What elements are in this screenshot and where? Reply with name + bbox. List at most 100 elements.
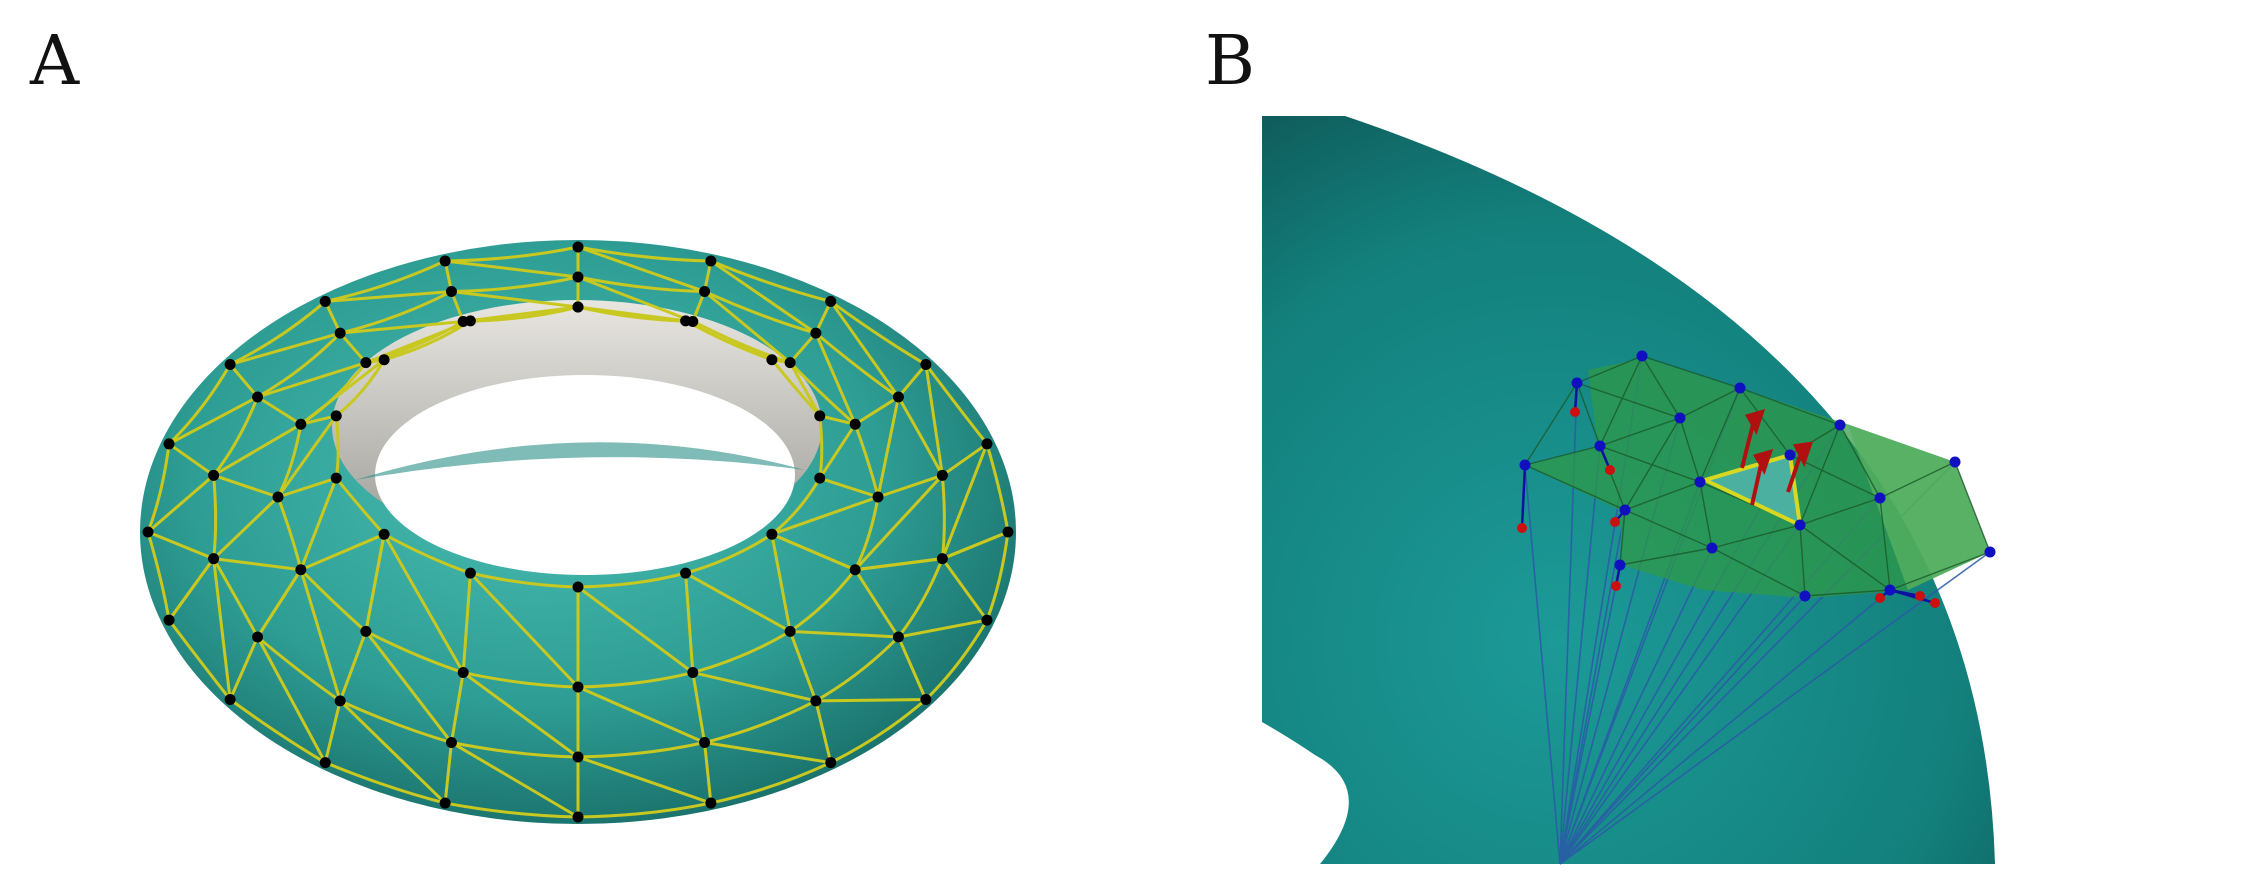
mesh-edge: [339, 332, 367, 364]
mesh-vertex: [163, 438, 175, 450]
patch-edge: [1679, 417, 1701, 483]
mesh-edge: [684, 573, 695, 673]
mesh-vertex: [680, 567, 692, 579]
normal-arrows: [1740, 409, 1813, 506]
mesh-edge: [924, 363, 989, 445]
mesh-edge: [444, 801, 579, 819]
mesh-vertex: [872, 491, 884, 503]
mesh-edge: [213, 473, 279, 499]
mesh-vertex: [572, 271, 584, 283]
mesh-edge: [684, 571, 791, 633]
torus-figure: [140, 240, 1016, 824]
mesh-vertex: [814, 472, 826, 484]
mesh-edge: [924, 364, 944, 476]
patch-edge: [1599, 355, 1643, 447]
offset-connector: [1520, 464, 1527, 529]
patch-edge: [1889, 551, 1991, 591]
mesh-edge: [814, 332, 857, 425]
panel-label-a: A: [30, 22, 80, 101]
patch-edge: [1739, 387, 1841, 426]
mesh-edge: [830, 698, 927, 764]
patch-edge: [1839, 424, 1881, 499]
mesh-edge: [703, 290, 792, 364]
mesh-vertex: [572, 241, 584, 253]
mesh-edge: [577, 685, 706, 744]
blue-node: [1784, 449, 1796, 461]
mesh-edge: [212, 557, 259, 638]
patch-edge: [1576, 355, 1643, 384]
blue-node: [1794, 519, 1806, 531]
mesh-edge: [770, 534, 792, 632]
mesh-vertex: [572, 301, 584, 313]
mesh-edge: [577, 275, 694, 323]
mesh-vertex: [814, 410, 826, 422]
mesh-edge: [577, 755, 712, 805]
mesh-edge: [789, 332, 817, 364]
mesh-edge: [577, 305, 686, 323]
mesh-edge: [819, 414, 856, 426]
mesh-vertex: [572, 581, 584, 593]
red-node: [1611, 581, 1621, 591]
projection-ray: [1559, 509, 1626, 865]
arrow-head: [1752, 449, 1774, 475]
patch-edge: [1599, 417, 1681, 447]
mesh-edge: [300, 414, 337, 426]
projection-ray: [1559, 589, 1891, 865]
projection-ray: [1559, 595, 1806, 865]
mesh-edge: [853, 496, 880, 571]
patch-edge: [1524, 382, 1578, 466]
mesh-vertex: [378, 354, 390, 366]
mesh-vertex: [378, 528, 390, 540]
patch-edge: [1879, 461, 1956, 499]
mesh-edge: [213, 557, 302, 572]
patch-edge: [1624, 417, 1681, 511]
mesh-vertex: [825, 295, 837, 307]
mesh-vertex: [784, 357, 796, 369]
blue-node: [1834, 419, 1846, 431]
mesh-edge: [704, 699, 817, 744]
mesh-vertex: [936, 553, 948, 565]
mesh-vertex: [920, 694, 932, 706]
mesh-edge: [335, 358, 386, 418]
mesh-edge: [710, 761, 832, 805]
mesh-edge: [704, 741, 831, 765]
mesh-vertex: [295, 418, 307, 430]
mesh-edge: [854, 557, 943, 572]
mesh-edge: [256, 395, 302, 426]
mesh-edge: [985, 531, 1010, 621]
mesh-edge: [577, 245, 711, 263]
mesh-vertex: [784, 625, 796, 637]
mesh-edge: [449, 672, 465, 743]
mesh-edge: [876, 396, 900, 498]
mesh-edge: [897, 636, 928, 701]
mesh-edge: [577, 571, 686, 589]
mesh-edge: [877, 473, 943, 499]
mesh-edge: [229, 300, 327, 366]
arrow-head: [1792, 441, 1813, 468]
mesh-vertex: [810, 695, 822, 707]
mesh-edge: [819, 476, 879, 499]
mesh-edge: [146, 443, 171, 533]
mesh-vertex: [572, 681, 584, 693]
mesh-edge: [462, 671, 579, 759]
mesh-edge: [364, 534, 386, 632]
mesh-edge: [462, 671, 579, 689]
blue-node: [1571, 377, 1583, 389]
mesh-edge: [710, 259, 817, 335]
patch-edge: [1679, 387, 1741, 419]
mesh-vertex: [334, 695, 346, 707]
mesh-vertex: [445, 737, 457, 749]
mesh-edge: [788, 361, 822, 417]
mesh-vertex: [330, 472, 342, 484]
mesh-edge: [789, 361, 857, 426]
mesh-edge: [577, 741, 705, 759]
patch-edge: [1739, 387, 1791, 456]
mesh-vertex: [464, 567, 476, 579]
mesh-edge: [256, 636, 327, 764]
mesh-edge: [692, 671, 817, 703]
mesh-edge: [212, 396, 259, 477]
mesh-edge: [940, 443, 989, 560]
mesh-vertex: [892, 391, 904, 403]
mesh-edge: [450, 741, 579, 819]
